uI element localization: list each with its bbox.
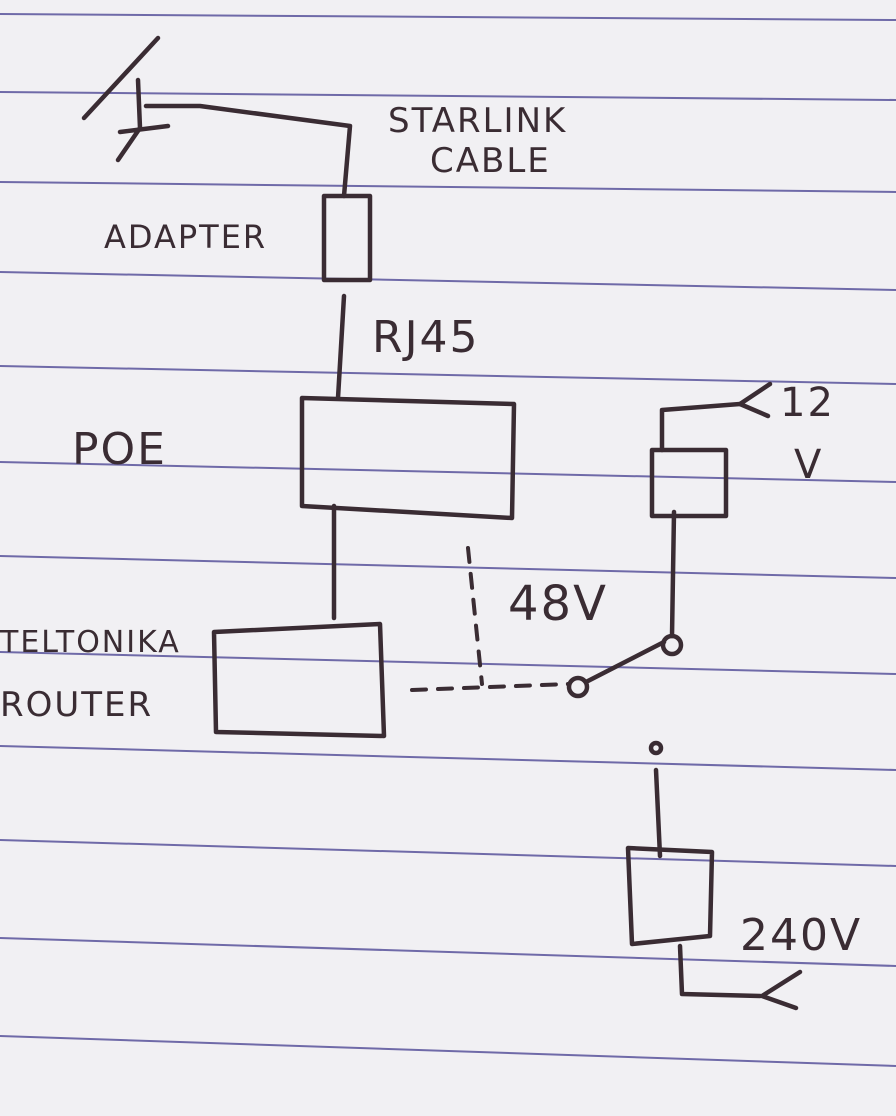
switch-lever — [583, 639, 667, 685]
two-forty-v-label: 240V — [740, 910, 862, 961]
twelve-v-switch-wire — [669, 509, 677, 639]
plug-icon — [759, 969, 803, 1011]
starlink-cable — [143, 103, 353, 199]
two-forty-v-box — [625, 845, 715, 947]
satellite-dish-icon — [81, 35, 171, 163]
switch-terminal-bottom — [648, 740, 664, 756]
twelve-v-adapter-box — [649, 447, 729, 519]
forty-eight-v-label: 48V — [508, 576, 608, 632]
twelve-v-label-line1: 12 — [780, 380, 835, 426]
ruled-lines — [0, 13, 896, 1067]
starlink-label-line2: CABLE — [430, 141, 551, 181]
plug-icon — [737, 381, 773, 419]
adapter-label: ADAPTER — [104, 218, 267, 256]
forty-eight-v-dashed-horizontal — [410, 682, 570, 692]
two-forty-v-cable — [677, 943, 763, 999]
twelve-v-cable — [659, 401, 743, 453]
forty-eight-v-dashed-vertical — [466, 546, 484, 686]
rj45-cable — [335, 293, 347, 401]
adapter-box — [321, 193, 373, 283]
router-label-line2: ROUTER — [0, 685, 153, 725]
rj45-label: RJ45 — [372, 312, 480, 363]
router-box — [211, 621, 387, 739]
router-label-line1: TELTONIKA — [0, 625, 181, 660]
poe-box — [299, 395, 517, 521]
poe-label: POE — [72, 424, 167, 475]
switch-terminal-top — [660, 633, 684, 657]
two-forty-v-wire — [653, 767, 663, 859]
switch-terminal-common — [566, 675, 590, 699]
twelve-v-label-line2: V — [794, 442, 823, 488]
starlink-label-line1: STARLINK — [388, 101, 567, 141]
